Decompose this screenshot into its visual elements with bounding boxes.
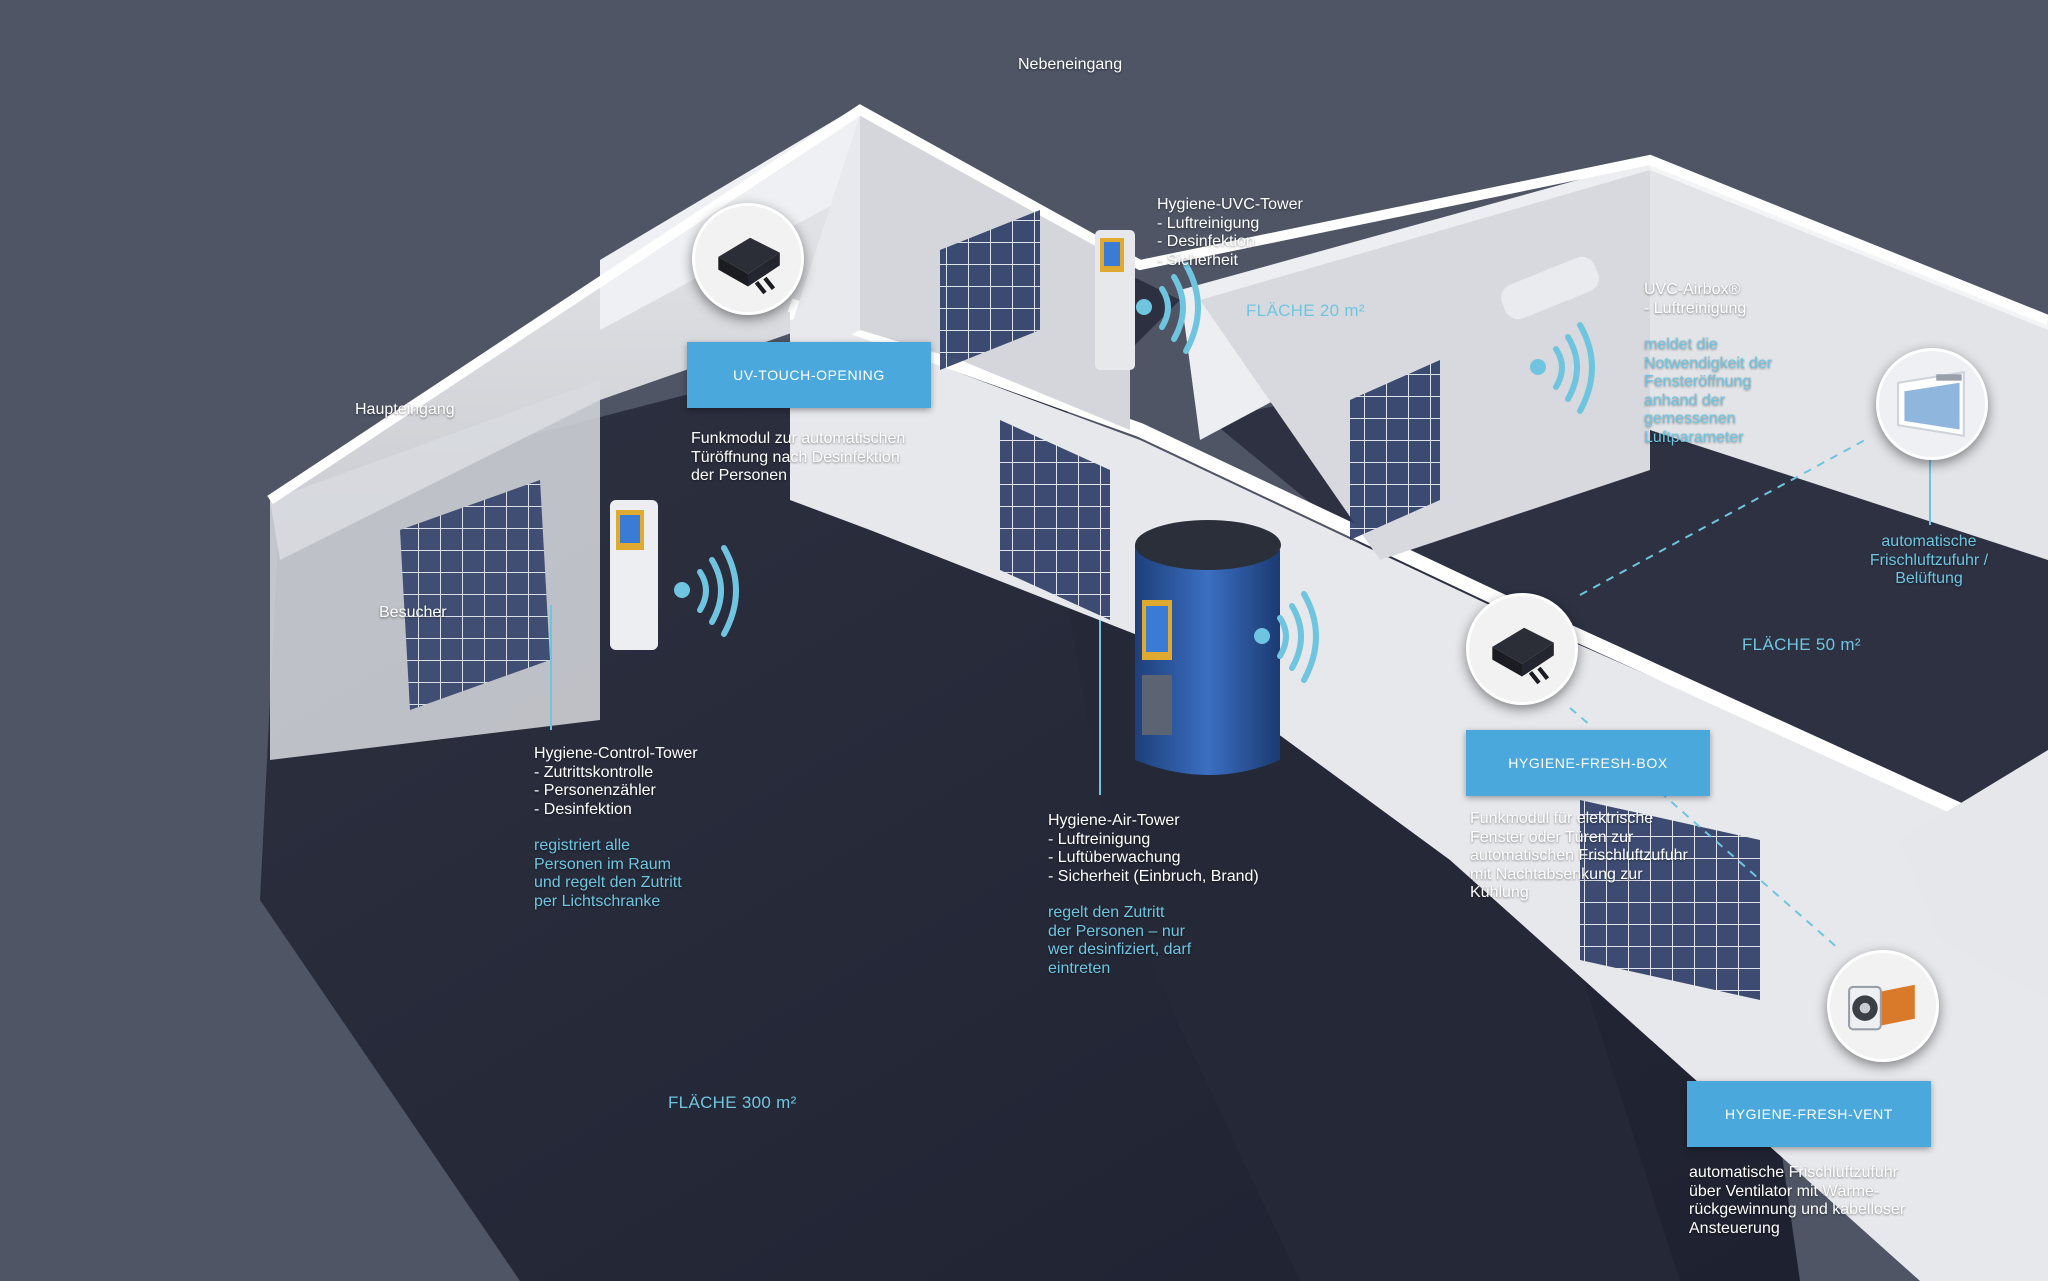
radio-module-icon xyxy=(695,206,801,312)
hygiene-fresh-vent-button[interactable]: HYGIENE-FRESH-VENT xyxy=(1687,1081,1931,1147)
label-haupteingang: Haupteingang xyxy=(355,401,455,418)
fresh-box-module-image xyxy=(1466,593,1578,705)
radio-module-icon xyxy=(1469,596,1575,702)
uvc-airbox-info: UVC-Airbox® - Luftreinigung meldet die N… xyxy=(1644,281,1773,446)
fresh-box-description: Funkmodul für elektrische Fenster oder T… xyxy=(1470,810,1688,901)
wifi-signal-icon xyxy=(1530,322,1595,414)
area-label-20: FLÄCHE 20 m² xyxy=(1246,301,1365,320)
fresh-vent-image xyxy=(1827,950,1939,1062)
control-tower-info: Hygiene-Control-Tower - Zutrittskontroll… xyxy=(534,745,698,910)
window-opener-image xyxy=(1876,348,1988,460)
wifi-signal-icon xyxy=(674,545,739,637)
wifi-signal-icon xyxy=(1254,591,1319,683)
fresh-air-note: automatische Frischluftzufuhr / Belüftun… xyxy=(1869,533,1989,587)
uv-touch-module-image xyxy=(692,203,804,315)
label-nebeneingang: Nebeneingang xyxy=(1018,56,1123,73)
fresh-vent-description: automatische Frischluftzufuhr über Venti… xyxy=(1689,1164,1906,1237)
air-tower-info: Hygiene-Air-Tower - Luftreinigung - Luft… xyxy=(1048,812,1259,977)
label-besucher: Besucher xyxy=(379,604,447,621)
uv-touch-opening-button[interactable]: UV-TOUCH-OPENING xyxy=(687,342,931,408)
uv-touch-description: Funkmodul zur automatischen Türöffnung n… xyxy=(691,430,906,484)
hygiene-fresh-box-button[interactable]: HYGIENE-FRESH-BOX xyxy=(1466,730,1710,796)
wifi-signal-icon xyxy=(1136,262,1201,354)
vent-fan-icon xyxy=(1830,953,1936,1059)
uvc-tower-info: Hygiene-UVC-Tower - Luftreinigung - Desi… xyxy=(1157,196,1303,269)
area-label-50: FLÄCHE 50 m² xyxy=(1742,635,1861,654)
area-label-300: FLÄCHE 300 m² xyxy=(668,1093,797,1112)
window-icon xyxy=(1879,351,1985,457)
